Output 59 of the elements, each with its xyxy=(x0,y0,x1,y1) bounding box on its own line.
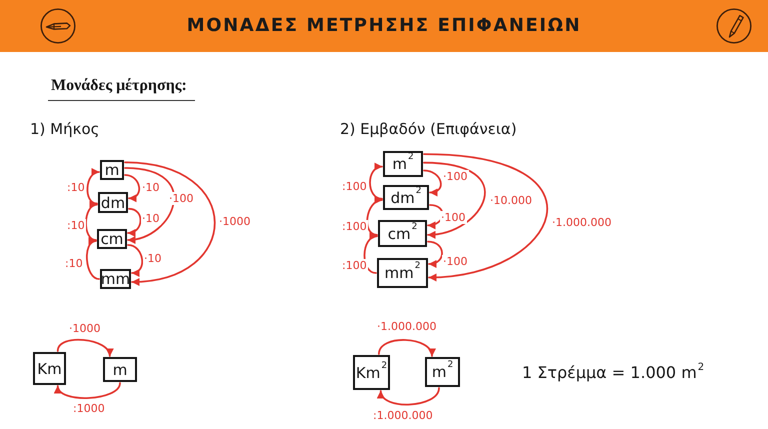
edge-label: ·1000 xyxy=(218,215,252,228)
curved-arrow xyxy=(56,338,112,357)
curved-arrow xyxy=(127,244,144,276)
unit-box xyxy=(33,352,66,385)
unit-text: Km xyxy=(37,360,62,376)
unit-text: m xyxy=(112,362,128,378)
edge-label: :100 xyxy=(341,259,368,272)
edge-label: ·10 xyxy=(141,181,160,194)
edge-label: ·100 xyxy=(168,192,194,205)
section-title: 1) Μήκος xyxy=(30,120,100,138)
curved-arrow xyxy=(369,164,383,200)
edge-label: :10 xyxy=(64,257,84,270)
section-heading: Μονάδες μέτρησης: xyxy=(48,76,195,101)
curved-arrow xyxy=(423,162,486,238)
curved-arrow xyxy=(56,382,121,399)
unit-text: cm xyxy=(100,231,124,247)
edge-label: :1.000.000 xyxy=(372,409,434,422)
edge-label: ·1.000.000 xyxy=(376,320,438,333)
unit-box xyxy=(377,258,428,288)
unit-box xyxy=(97,229,127,249)
edge-label: ·100 xyxy=(442,170,468,183)
edge-label: ·10 xyxy=(143,252,162,265)
unit-box xyxy=(425,357,460,387)
unit-box xyxy=(383,151,423,177)
curved-arrow xyxy=(85,202,98,241)
edge-label: ·10.000 xyxy=(489,194,533,207)
page-title: ΜΟΝΑΔΕΣ ΜΕΤΡΗΣΗΣ ΕΠΙΦΑΝΕΙΩΝ xyxy=(186,15,582,37)
curved-arrow xyxy=(366,197,383,236)
unit-box xyxy=(103,357,137,382)
curved-arrow xyxy=(86,169,100,204)
curved-arrow xyxy=(378,387,440,406)
curved-arrow xyxy=(378,339,434,357)
edge-label: ·1000 xyxy=(68,322,102,335)
unit-text: mm xyxy=(100,271,130,287)
unit-box xyxy=(378,220,427,247)
edge-label: ·1.000.000 xyxy=(551,216,612,229)
curved-arrow xyxy=(127,208,142,236)
edge-label: ·100 xyxy=(442,255,468,268)
curved-arrow xyxy=(86,238,100,280)
edge-label: :10 xyxy=(66,181,86,194)
curved-arrow xyxy=(423,170,442,196)
unit-box xyxy=(353,355,390,390)
curved-arrow xyxy=(124,162,216,286)
curved-arrow xyxy=(124,167,175,243)
edge-label: ·100 xyxy=(440,211,466,224)
edge-label: :100 xyxy=(341,180,368,193)
edge-label: :1000 xyxy=(72,402,106,415)
conversion-note: 1 Στρέμμα = 1.000 m$^{2}$ xyxy=(522,362,704,384)
unit-box xyxy=(383,185,429,210)
curved-arrow xyxy=(423,153,548,281)
curved-arrow xyxy=(427,240,443,268)
unit-box xyxy=(100,160,124,180)
unit-text: m xyxy=(104,162,120,178)
section-title: 2) Εμβαδόν (Επιφάνεια) xyxy=(340,120,517,138)
curved-arrow xyxy=(124,174,140,202)
edge-label: ·10 xyxy=(141,212,160,225)
unit-text: dm xyxy=(100,194,126,210)
edge-label: :100 xyxy=(341,220,368,233)
edge-label: :10 xyxy=(66,219,86,232)
